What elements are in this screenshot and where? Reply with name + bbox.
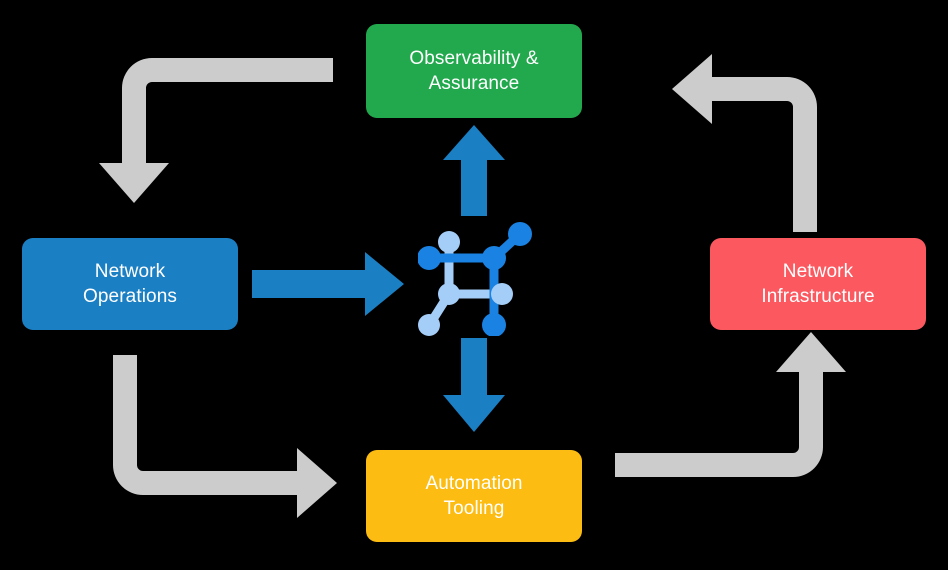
node-automation-tooling[interactable]: Automation Tooling <box>366 450 582 542</box>
arrow-observability-to-operations <box>99 58 333 203</box>
arrow-automation-to-infrastructure <box>615 332 846 477</box>
network-topology-icon <box>418 222 532 336</box>
node-automation-tooling-label: Automation Tooling <box>425 472 523 519</box>
node-network-infrastructure-label: Network Infrastructure <box>761 260 875 307</box>
arrow-center-to-automation <box>443 338 505 432</box>
arrow-infrastructure-to-observability <box>672 54 817 232</box>
node-observability-assurance[interactable]: Observability & Assurance <box>366 24 582 118</box>
arrow-operations-to-center <box>252 252 404 316</box>
topology-light-nodes <box>418 231 513 336</box>
arrow-center-to-observability <box>443 125 505 216</box>
arrow-operations-to-automation <box>113 355 337 518</box>
topology-dark-nodes <box>418 222 532 336</box>
node-network-operations[interactable]: Network Operations <box>22 238 238 330</box>
node-network-infrastructure[interactable]: Network Infrastructure <box>710 238 926 330</box>
node-observability-label: Observability & Assurance <box>409 47 539 94</box>
node-network-operations-label: Network Operations <box>83 260 177 307</box>
